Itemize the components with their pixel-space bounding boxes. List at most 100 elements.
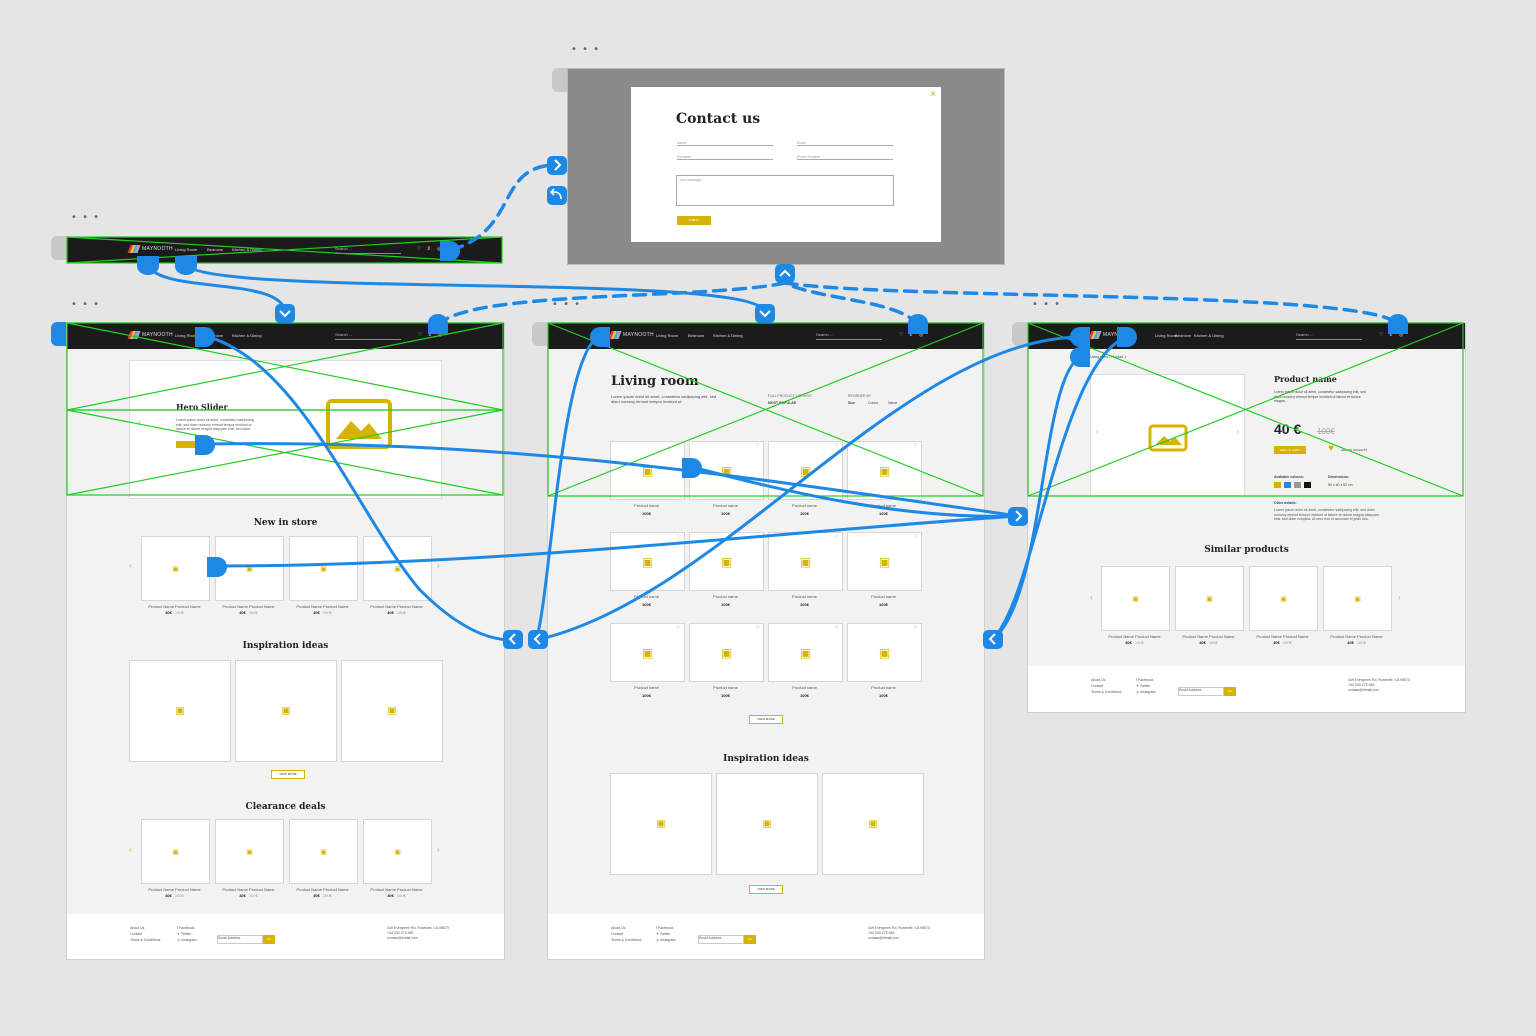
connector-node[interactable] xyxy=(1388,314,1408,334)
brand-logo[interactable]: MAYNOOTH xyxy=(623,332,654,338)
heart-icon[interactable]: ♡ xyxy=(676,443,681,449)
user-icon[interactable]: ◎ xyxy=(437,246,442,252)
product-card[interactable]: ▣ xyxy=(1175,566,1244,631)
inspiration-card[interactable]: ▣ xyxy=(129,660,231,762)
chevron-right-icon[interactable]: › xyxy=(1398,593,1401,602)
product-card[interactable]: ▣ xyxy=(141,819,210,884)
footer-contact[interactable]: Contact xyxy=(611,932,624,936)
frame-tab[interactable] xyxy=(1012,322,1028,346)
chevron-left-icon[interactable]: ‹ xyxy=(129,561,132,570)
product-card[interactable]: ▣♡ xyxy=(610,532,685,591)
search-input[interactable]: Search ... xyxy=(1296,332,1362,340)
chevron-left-icon[interactable]: ‹ xyxy=(1090,593,1093,602)
frame-tab[interactable] xyxy=(532,322,548,346)
connector-node[interactable] xyxy=(1070,347,1090,367)
footer-instagram[interactable]: ◎ Instagram xyxy=(177,938,197,942)
inspiration-card[interactable]: ▣ xyxy=(822,773,924,875)
chevron-right-icon[interactable]: › xyxy=(437,561,440,570)
heart-icon[interactable]: ♡ xyxy=(899,332,904,338)
chevron-right-icon[interactable]: › xyxy=(1236,427,1239,436)
connector-node[interactable] xyxy=(207,557,227,577)
nav-living-room[interactable]: Living Room xyxy=(1155,333,1178,338)
colour-swatch[interactable] xyxy=(1274,482,1281,488)
footer-about[interactable]: About Us xyxy=(130,926,145,930)
product-card[interactable]: ▣ xyxy=(289,536,358,601)
connector-node[interactable] xyxy=(175,256,197,275)
add-to-cart-button[interactable]: ADD TO CART xyxy=(1274,446,1306,454)
footer-terms[interactable]: Terms & Conditions xyxy=(1091,690,1122,694)
search-input[interactable]: Search ... xyxy=(816,332,882,340)
heart-icon[interactable]: ♡ xyxy=(755,443,760,449)
inspiration-card[interactable]: ▣ xyxy=(610,773,712,875)
connector-node[interactable] xyxy=(1117,327,1137,347)
heart-icon[interactable]: ♡ xyxy=(418,332,423,338)
hotspot-home-top[interactable] xyxy=(66,322,504,496)
connector-node[interactable] xyxy=(195,327,215,347)
brand-logo[interactable]: MAYNOOTH xyxy=(142,332,173,338)
frame-tab-start[interactable] xyxy=(51,322,67,346)
frame-menu-dots[interactable]: • • • xyxy=(571,44,601,55)
cart-icon[interactable]: ⊻ xyxy=(427,246,431,252)
size-filter[interactable]: Size xyxy=(848,401,856,405)
footer-terms[interactable]: Terms & Conditions xyxy=(611,938,642,942)
connector-node[interactable] xyxy=(908,314,928,334)
heart-icon[interactable]: ♡ xyxy=(1379,332,1384,338)
product-card[interactable]: ▣♡ xyxy=(610,623,685,682)
heart-icon[interactable]: ♡ xyxy=(913,534,918,540)
breadcrumb-living[interactable]: Living room xyxy=(1090,355,1109,359)
newsletter-email-input[interactable]: Email Address xyxy=(1178,687,1224,696)
heart-icon[interactable]: ♡ xyxy=(834,443,839,449)
frame-menu-dots[interactable]: • • • xyxy=(552,299,582,310)
user-icon[interactable]: ◎ xyxy=(1399,332,1404,338)
connector-node[interactable] xyxy=(195,435,215,455)
hotspot-product-top[interactable] xyxy=(1027,322,1464,497)
target-badge-right[interactable] xyxy=(1008,507,1028,526)
chevron-left-icon[interactable]: ‹ xyxy=(129,845,132,854)
chevron-left-icon[interactable]: ‹ xyxy=(138,417,141,426)
product-card[interactable]: ▣ xyxy=(1323,566,1392,631)
nav-bedroom[interactable]: Bedroom xyxy=(688,333,705,338)
inspiration-card[interactable]: ▣ xyxy=(341,660,443,762)
product-card[interactable]: ▣ xyxy=(215,819,284,884)
heart-icon[interactable]: ♡ xyxy=(676,534,681,540)
target-badge-left[interactable] xyxy=(503,630,523,649)
close-icon[interactable]: × xyxy=(930,89,936,100)
product-card[interactable]: ▣♡ xyxy=(689,623,764,682)
footer-about[interactable]: About Us xyxy=(1091,678,1106,682)
product-card[interactable]: ▣ xyxy=(1101,566,1170,631)
inspiration-card[interactable]: ▣ xyxy=(716,773,818,875)
nav-bedroom[interactable]: Bedroom xyxy=(207,247,224,252)
nav-bedroom[interactable]: Bedroom xyxy=(1175,333,1192,338)
footer-facebook[interactable]: f Facebook xyxy=(656,926,673,930)
colour-swatch[interactable] xyxy=(1294,482,1301,488)
frame-tab[interactable] xyxy=(51,236,67,260)
nav-living-room[interactable]: Living Room xyxy=(656,333,679,338)
product-card[interactable]: ▣ xyxy=(363,819,432,884)
chevron-right-icon[interactable]: › xyxy=(430,417,433,426)
colour-swatch[interactable] xyxy=(1284,482,1291,488)
view-more-button[interactable]: VIEW MORE xyxy=(749,715,783,724)
target-badge-right[interactable] xyxy=(547,156,567,175)
search-input[interactable]: Search ... xyxy=(335,332,401,340)
hotspot-header-frame[interactable] xyxy=(66,236,503,264)
footer-instagram[interactable]: ◎ Instagram xyxy=(656,938,676,942)
target-badge-down[interactable] xyxy=(755,304,775,323)
footer-twitter[interactable]: ✦ Twitter xyxy=(1136,684,1150,688)
connector-node[interactable] xyxy=(590,327,610,347)
newsletter-email-input[interactable]: Email Address xyxy=(217,935,263,944)
hero-button[interactable] xyxy=(176,441,202,448)
product-card[interactable]: ▣♡ xyxy=(768,623,843,682)
nav-living-room[interactable]: Living Room xyxy=(175,333,198,338)
add-to-wishlist-link[interactable]: ADD TO WISHLIST xyxy=(1341,448,1368,452)
footer-facebook[interactable]: f Facebook xyxy=(1136,678,1153,682)
target-badge-left[interactable] xyxy=(528,630,548,649)
nav-kitchen[interactable]: Kitchen & Dining xyxy=(713,333,743,338)
target-badge-down[interactable] xyxy=(275,304,295,323)
cart-icon[interactable]: ⊻ xyxy=(909,332,913,338)
hotspot-category-top[interactable] xyxy=(547,322,984,497)
cart-icon[interactable]: ⊻ xyxy=(428,332,432,338)
frame-tab[interactable] xyxy=(552,68,568,92)
cart-icon[interactable]: ⊻ xyxy=(1389,332,1393,338)
newsletter-email-input[interactable]: Email Address xyxy=(698,935,744,944)
name-filter[interactable]: Name xyxy=(888,401,898,405)
